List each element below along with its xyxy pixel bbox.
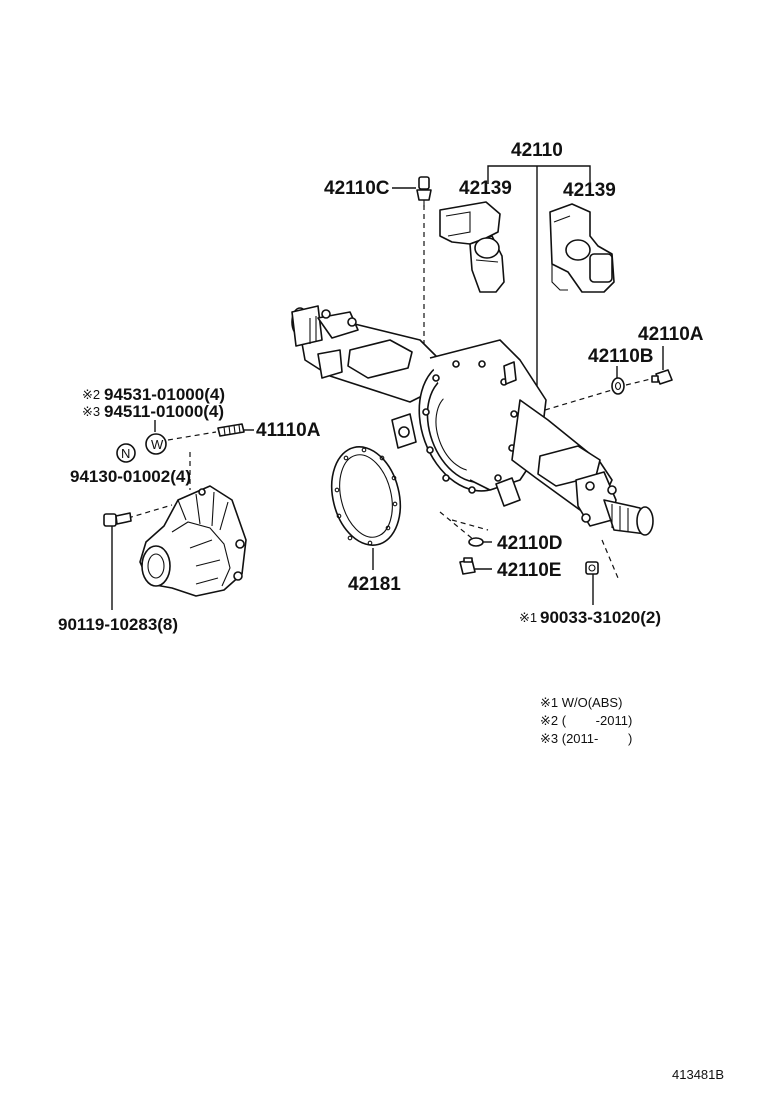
- label-42110c: 42110C: [324, 178, 390, 199]
- label-94511: 94511-01000(4): [104, 402, 224, 421]
- nut-marker: [116, 443, 136, 463]
- drain-plug-part: [459, 557, 476, 575]
- figure-id: 413481B: [672, 1067, 724, 1082]
- label-42110: 42110: [511, 140, 563, 161]
- label-42139-left: 42139: [459, 178, 512, 199]
- right-spring-seat-part: [549, 203, 615, 293]
- drain-plug-gasket-part: [468, 537, 484, 547]
- left-spring-seat-part: [439, 201, 505, 293]
- carrier-bolt-part: [103, 512, 132, 527]
- note-2: ※2 ( -2011): [540, 713, 632, 728]
- nut-badge-letter: N: [121, 446, 130, 461]
- ref-marker-3: ※3: [82, 404, 100, 419]
- axle-housing-part: [291, 305, 654, 536]
- ref-marker-2: ※2: [82, 387, 100, 402]
- hub-nut-part: [585, 561, 599, 575]
- label-94531: 94531-01000(4): [104, 385, 225, 404]
- label-42110d: 42110D: [497, 533, 563, 554]
- label-90119: 90119-10283(8): [58, 615, 178, 634]
- label-90033: 90033-31020(2): [540, 608, 661, 627]
- label-41110a: 41110A: [256, 420, 321, 441]
- gasket-bolt-holes: [334, 447, 398, 546]
- label-42110b: 42110B: [588, 346, 654, 367]
- breather-plug-part: [416, 176, 432, 207]
- washer-marker: [145, 433, 167, 455]
- carrier-gasket-part: [330, 446, 402, 546]
- label-42110e: 42110E: [497, 560, 561, 581]
- leader-lines: [111, 165, 664, 610]
- filler-plug-part: [651, 369, 673, 385]
- note-3: ※3 (2011- ): [540, 731, 632, 746]
- gasket-washer-b-part: [611, 377, 625, 395]
- ref-marker-1: ※1: [519, 610, 537, 625]
- label-94130: 94130-01002(4): [70, 467, 191, 486]
- note-1: ※1 W/O(ABS): [540, 695, 622, 710]
- part-labels: 42110 42110C 42139 42139 42110A 42110B ※…: [58, 140, 704, 634]
- label-42139-right: 42139: [563, 180, 616, 201]
- notes-block: ※1 W/O(ABS) ※2 ( -2011) ※3 (2011- ): [540, 695, 632, 746]
- stud-bolt-part: [217, 423, 245, 437]
- differential-carrier-part: [139, 485, 247, 597]
- label-42110a: 42110A: [638, 324, 704, 345]
- washer-badge-letter: W: [151, 437, 164, 452]
- label-42181: 42181: [348, 574, 401, 595]
